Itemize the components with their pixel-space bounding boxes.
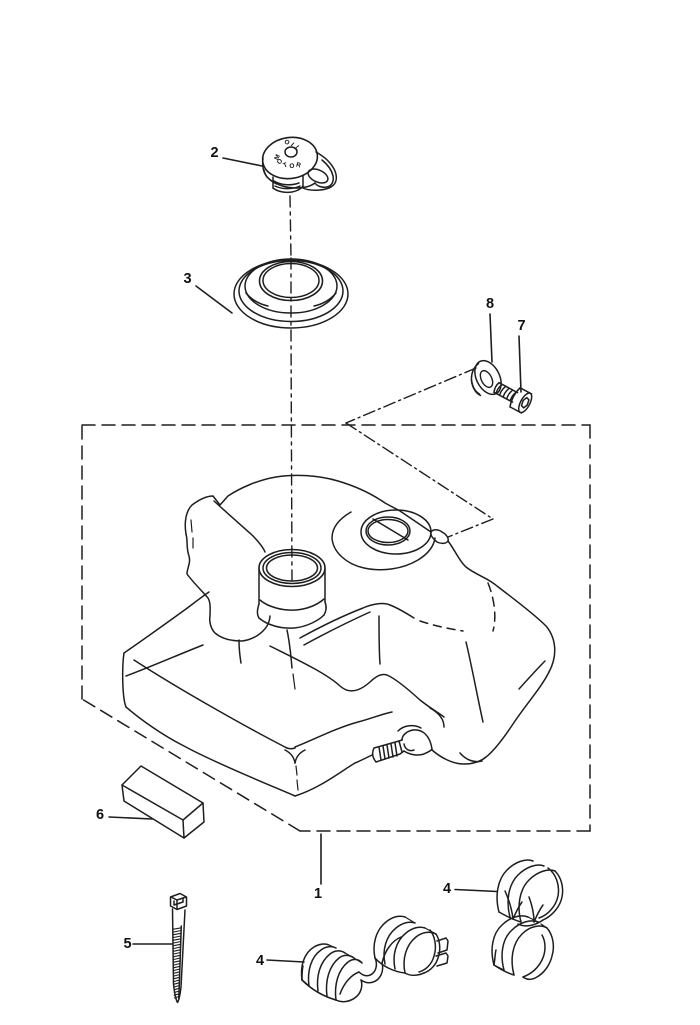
svg-text:T: T (282, 162, 288, 170)
svg-text:5: 5 (123, 936, 131, 952)
svg-text:L: L (293, 144, 301, 151)
svg-text:I: I (289, 142, 295, 149)
svg-text:1: 1 (314, 886, 322, 902)
svg-text:M: M (273, 153, 282, 161)
svg-text:6: 6 (96, 807, 104, 823)
svg-text:2: 2 (210, 145, 218, 161)
svg-text:R: R (295, 162, 302, 170)
svg-text:O: O (289, 163, 295, 170)
svg-text:4: 4 (443, 881, 451, 897)
svg-text:3: 3 (183, 271, 191, 287)
svg-text:8: 8 (486, 296, 494, 312)
svg-text:7: 7 (517, 318, 525, 334)
svg-text:O: O (276, 158, 284, 167)
svg-text:O: O (283, 138, 291, 147)
svg-text:4: 4 (256, 953, 264, 969)
